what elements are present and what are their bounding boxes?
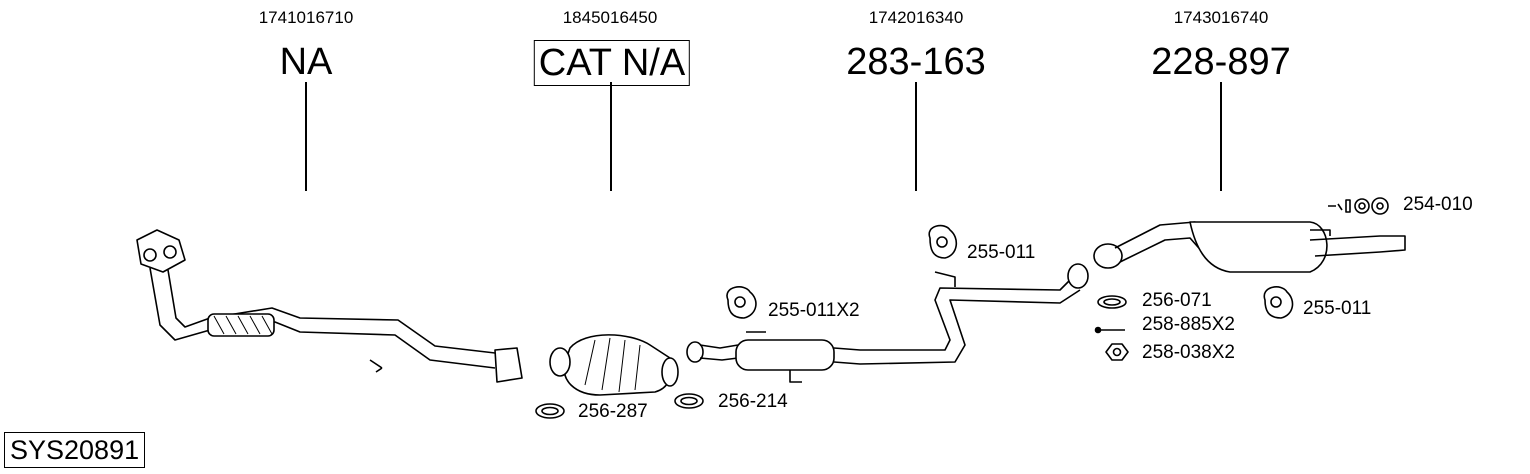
part-number-rear-silencer[interactable]: 228-897	[1151, 41, 1291, 83]
nut-258-038x2-icon	[1105, 343, 1129, 361]
label-256-071[interactable]: 256-071	[1142, 290, 1212, 311]
hanger-255-011-icon-b	[1263, 286, 1294, 319]
label-255-011x2[interactable]: 255-011X2	[768, 300, 860, 321]
hanger-255-011-icon-a	[928, 224, 958, 259]
catalyst-drawing	[549, 334, 679, 396]
label-258-885x2[interactable]: 258-885X2	[1142, 314, 1235, 335]
gasket-256-071-icon	[1097, 295, 1127, 309]
rear-silencer-drawing	[1093, 221, 1406, 273]
gasket-256-287-icon	[535, 403, 565, 419]
label-254-010[interactable]: 254-010	[1403, 194, 1473, 215]
rubber-254-010-icon	[1328, 197, 1389, 215]
part-number-front-pipe[interactable]: NA	[279, 41, 333, 83]
label-255-011-b[interactable]: 255-011	[1303, 298, 1372, 319]
gasket-256-214-icon	[674, 393, 704, 409]
oem-number-rear-silencer: 1743016740	[1173, 8, 1269, 27]
part-number-middle-silencer[interactable]: 283-163	[846, 41, 986, 83]
hanger-255-011x2-icon	[726, 286, 757, 319]
bolt-258-885x2-icon	[1094, 326, 1125, 334]
oem-number-front-pipe: 1741016710	[258, 8, 354, 27]
label-255-011-a[interactable]: 255-011	[967, 242, 1036, 263]
oem-number-middle-silencer: 1742016340	[868, 8, 964, 27]
label-256-214[interactable]: 256-214	[718, 391, 788, 412]
part-number-catalyst[interactable]: CAT N/A	[533, 40, 691, 86]
system-code-badge: SYS20891	[4, 432, 146, 468]
label-258-038x2[interactable]: 258-038X2	[1142, 342, 1235, 363]
oem-number-catalyst: 1845016450	[562, 8, 658, 27]
front-pipe-drawing	[136, 229, 523, 383]
middle-silencer-drawing	[686, 263, 1089, 383]
label-256-287[interactable]: 256-287	[578, 401, 648, 422]
